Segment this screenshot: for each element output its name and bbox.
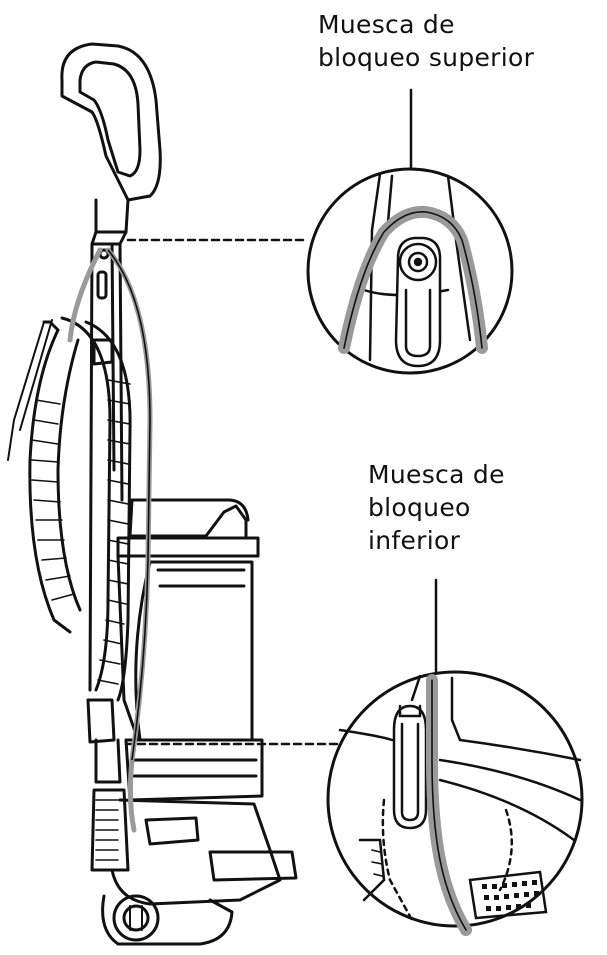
upper-notch-detail — [306, 167, 514, 375]
handle-grip — [60, 42, 162, 202]
callout-lower-line-3: inferior — [368, 526, 461, 555]
callout-upper-lock-notch: Muesca de bloqueo superior — [318, 8, 534, 74]
hose-ribs — [31, 379, 131, 861]
callout-lower-line-1: Muesca de — [368, 460, 505, 489]
callout-lower-lock-notch: Muesca de bloqueo inferior — [368, 458, 505, 557]
callout-upper-line-2: bloqueo superior — [318, 43, 535, 72]
base — [86, 698, 298, 906]
callout-lower-line-2: bloqueo — [368, 493, 471, 522]
rear-wheel — [101, 894, 234, 946]
grip-texture — [482, 880, 539, 911]
lower-notch-detail — [326, 670, 584, 936]
callout-upper-line-1: Muesca de — [318, 10, 455, 39]
